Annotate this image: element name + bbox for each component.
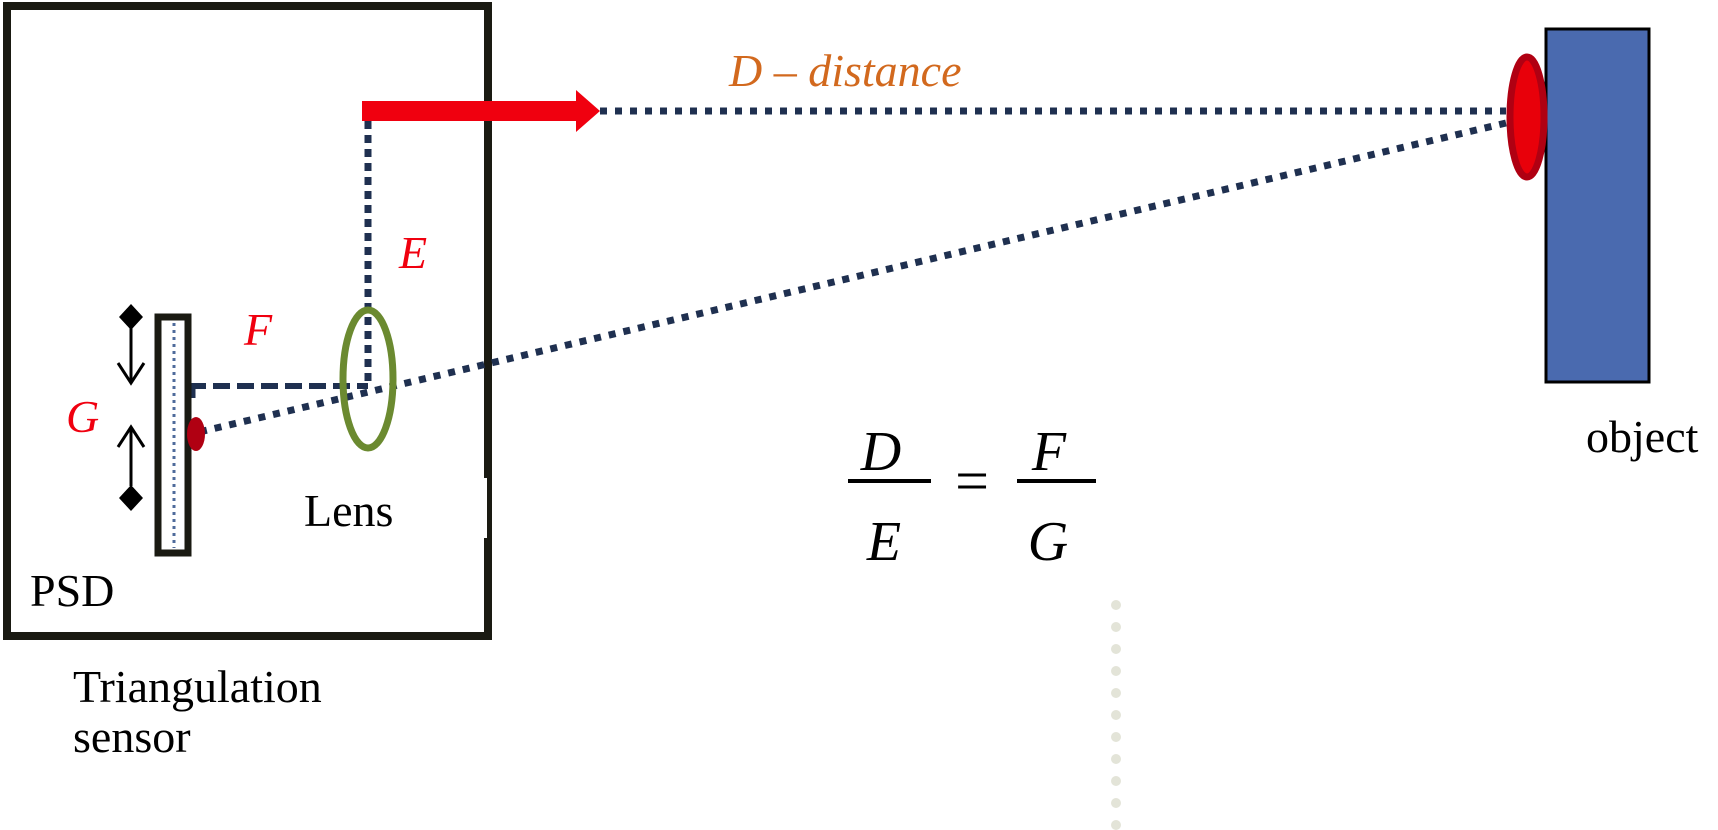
- formula-left-denominator: E: [866, 511, 901, 573]
- lens-label: Lens: [304, 485, 393, 536]
- formula-right-denominator: G: [1028, 511, 1068, 573]
- formula-equals: =: [955, 448, 989, 514]
- e-label: E: [398, 227, 427, 278]
- ratio-formula: D E = F G: [848, 421, 1096, 573]
- faint-dotted-line: [1111, 600, 1121, 830]
- lens-icon: [339, 306, 397, 452]
- psd-spot: [187, 417, 205, 451]
- formula-right-numerator: F: [1031, 421, 1067, 483]
- double-arrow-up-diamond-icon: [116, 304, 146, 386]
- object-laser-spot: [1506, 53, 1548, 181]
- object-block: [1544, 27, 1651, 384]
- psd-label: PSD: [30, 565, 114, 616]
- sensor-label-line2: sensor: [73, 711, 191, 762]
- double-arrow-down-diamond-icon: [116, 424, 146, 511]
- formula-left-numerator: D: [860, 421, 901, 483]
- g-label: G: [66, 391, 99, 442]
- housing-gap: [481, 478, 487, 538]
- sensor-label-line1: Triangulation: [73, 661, 322, 712]
- object-label: object: [1586, 411, 1699, 462]
- laser-arrow: [362, 90, 600, 132]
- sensor-housing: [3, 2, 492, 640]
- d-distance-label: D – distance: [728, 45, 962, 96]
- f-label: F: [243, 304, 273, 355]
